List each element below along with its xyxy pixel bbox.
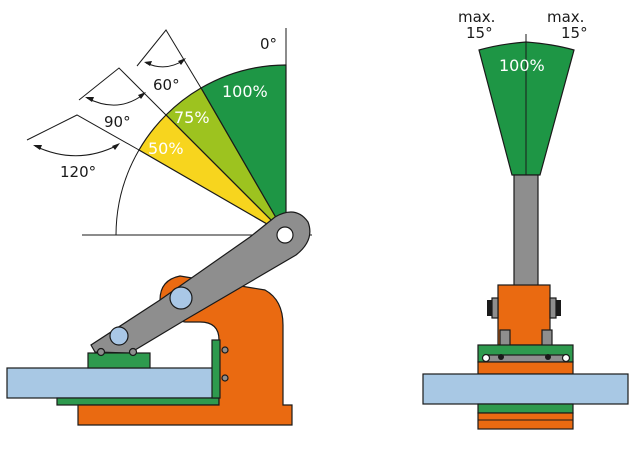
arrow-60-left (144, 61, 152, 66)
front-orange-strip-top (477, 361, 574, 375)
front-bolt-left (487, 300, 492, 316)
angle-label-60: 60° (153, 76, 180, 94)
angle-label-0: 0° (260, 35, 277, 53)
front-screw-left (498, 354, 504, 360)
front-max-left: max. (458, 8, 495, 26)
front-workpiece-plate (422, 373, 629, 405)
front-deg-left: 15° (466, 24, 493, 42)
max-angle-arc (115, 149, 140, 236)
cam-screw-right (128, 347, 138, 357)
front-bolt-bar-left (491, 297, 499, 319)
arrow-120-right (112, 143, 120, 150)
jaw-green-pad (211, 339, 221, 399)
front-lower-green-pad (477, 403, 574, 414)
front-view: max. 15° max. 15° 100% (422, 8, 629, 430)
angle-label-120: 120° (60, 163, 96, 181)
front-pin-right (561, 353, 571, 363)
angle-guide-60 (136, 29, 202, 89)
clamp-body (77, 275, 293, 426)
front-orange-base (477, 412, 574, 430)
arrow-120-left (33, 145, 42, 150)
workpiece-plate (6, 367, 220, 399)
cam-green-pad (87, 352, 151, 369)
load-label-75: 75% (174, 108, 210, 127)
front-screw-right (545, 354, 551, 360)
zone-100-percent (200, 64, 287, 238)
load-label-100: 100% (222, 82, 268, 101)
cam-pivot-hole (109, 326, 129, 346)
side-view: 0° 60° 90° 120° 100% 75% 50% (6, 28, 312, 426)
angle-guide-120 (26, 114, 140, 151)
jaw-bolt-top (221, 346, 229, 354)
angle-label-90: 90° (104, 113, 131, 131)
front-cam-bar (485, 354, 567, 363)
front-load-label-100: 100% (499, 56, 545, 75)
cam-screw-left (96, 347, 106, 357)
front-bolt-bar-right (549, 297, 557, 319)
jaw-bolt-bottom (221, 374, 229, 382)
arrow-90-right (138, 92, 146, 99)
angle-guide-90 (78, 67, 167, 116)
front-pin-left (481, 353, 491, 363)
shackle-hole (276, 226, 294, 244)
front-bolt-right (556, 300, 561, 316)
clamp-pivot-hole (169, 286, 193, 310)
angle-arc-90 (86, 93, 145, 106)
front-max-right: max. (547, 8, 584, 26)
load-label-50: 50% (148, 139, 184, 158)
arrow-60-right (178, 58, 186, 65)
front-deg-right: 15° (561, 24, 588, 42)
angle-arc-120 (34, 144, 119, 157)
base-green-pad (56, 397, 220, 406)
arrow-90-left (85, 97, 94, 102)
